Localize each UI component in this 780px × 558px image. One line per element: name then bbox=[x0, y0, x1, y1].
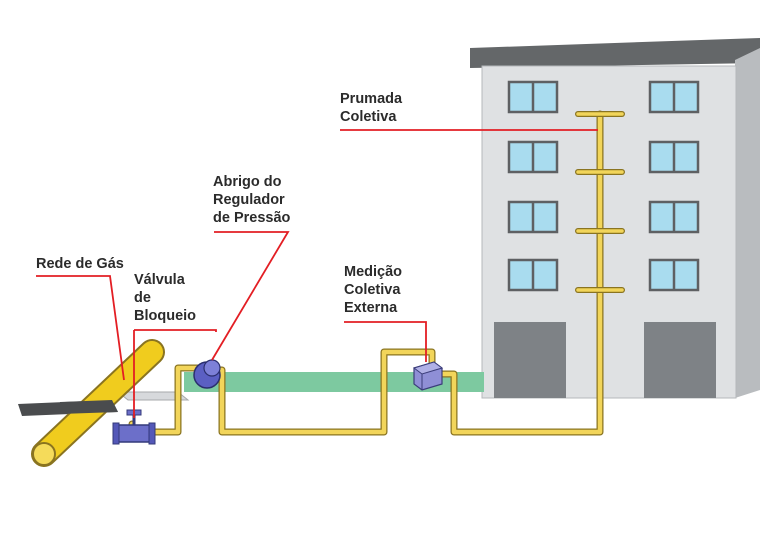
label-valvula-line3: Bloqueio bbox=[134, 308, 196, 324]
building-side bbox=[735, 48, 760, 398]
label-rede: Rede de Gás bbox=[36, 256, 124, 272]
label-medicao: Medição Coletiva Externa bbox=[344, 264, 406, 316]
label-prumada: Prumada Coletiva bbox=[340, 91, 406, 125]
pressure-regulator bbox=[193, 359, 221, 389]
label-valvula: Válvula de Bloqueio bbox=[134, 272, 196, 324]
leader-lines bbox=[36, 129, 598, 418]
riser-branches bbox=[575, 111, 625, 293]
label-prumada-line1: Prumada bbox=[340, 91, 403, 107]
label-abrigo: Abrigo do Regulador de Pressão bbox=[213, 174, 291, 226]
leader-abrigo bbox=[211, 231, 290, 361]
door-right bbox=[644, 322, 716, 398]
label-prumada-line2: Coletiva bbox=[340, 109, 397, 125]
label-abrigo-line2: Regulador bbox=[213, 192, 285, 208]
leader-rede bbox=[36, 275, 125, 381]
concrete-slab bbox=[116, 391, 190, 401]
label-abrigo-line1: Abrigo do bbox=[213, 174, 282, 190]
label-rede-line1: Rede de Gás bbox=[36, 256, 124, 272]
collective-meter bbox=[412, 361, 444, 391]
label-valvula-line1: Válvula bbox=[134, 272, 186, 288]
windows-right bbox=[648, 80, 700, 292]
label-medicao-line3: Externa bbox=[344, 300, 398, 316]
building bbox=[470, 38, 760, 399]
label-medicao-line1: Medição bbox=[344, 264, 402, 280]
building-roof bbox=[470, 38, 760, 68]
ground-strip bbox=[184, 372, 484, 392]
leader-medicao bbox=[344, 321, 427, 362]
door-left bbox=[494, 322, 566, 398]
label-medicao-line2: Coletiva bbox=[344, 282, 401, 298]
label-abrigo-line3: de Pressão bbox=[213, 210, 291, 226]
label-valvula-line2: de bbox=[134, 290, 151, 306]
leader-valvula bbox=[134, 329, 217, 332]
